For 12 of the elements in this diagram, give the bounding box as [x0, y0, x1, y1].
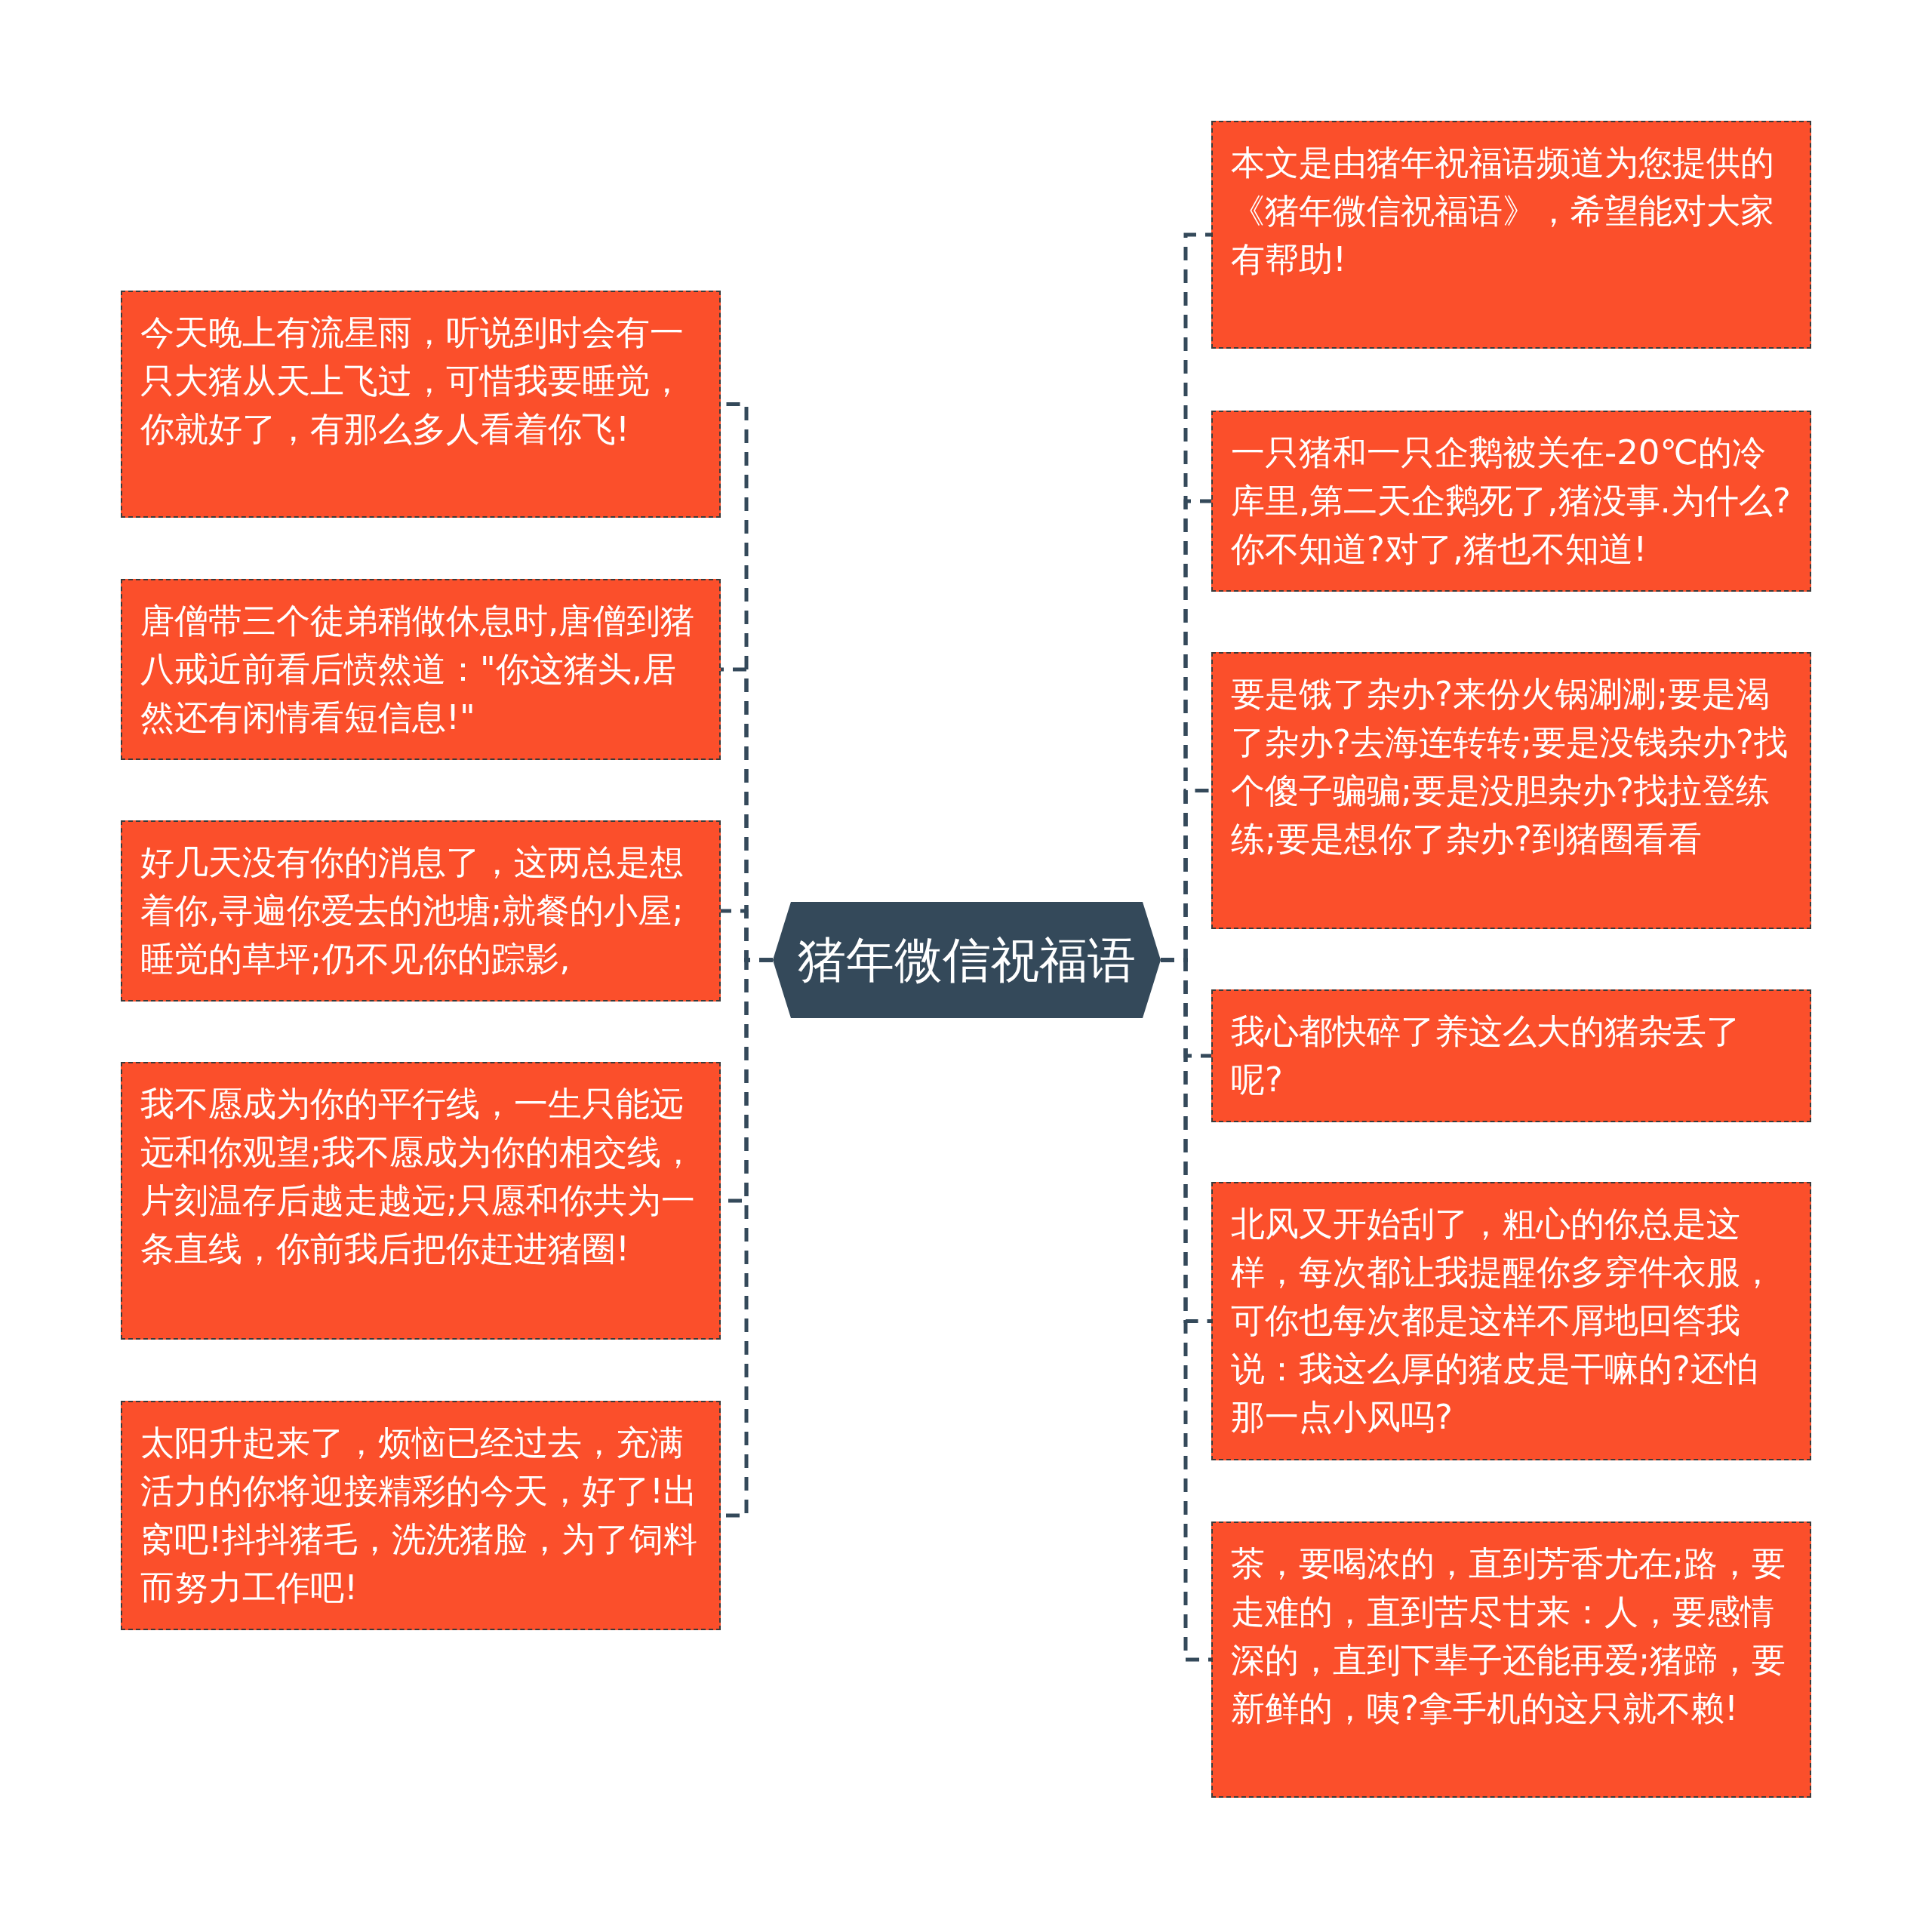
- message-box: 唐僧带三个徒弟稍做休息时,唐僧到猪八戒近前看后愤然道："你这猪头,居然还有闲情看短信息!": [121, 579, 721, 760]
- message-box: 我心都快碎了养这么大的猪杂丢了呢?: [1211, 989, 1811, 1122]
- message-box: 本文是由猪年祝福语频道为您提供的《猪年微信祝福语》，希望能对大家有帮助!: [1211, 121, 1811, 349]
- message-box: 茶，要喝浓的，直到芳香尤在;路，要走难的，直到苦尽甘来：人，要感情深的，直到下辈子还能再爱;猪蹄，要新鲜的，咦?拿手机的这只就不赖!: [1211, 1522, 1811, 1798]
- topic-hexagon: 猪年微信祝福语: [773, 902, 1161, 1018]
- message-box: 太阳升起来了，烦恼已经过去，充满活力的你将迎接精彩的今天，好了!出窝吧!抖抖猪毛，洗洗猪脸，为了饲料而努力工作吧!: [121, 1401, 721, 1630]
- message-box: 要是饿了杂办?来份火锅涮涮;要是渴了杂办?去海连转转;要是没钱杂办?找个傻子骗骗;要是没胆杂办?找拉登练练;要是想你了杂办?到猪圈看看: [1211, 652, 1811, 929]
- message-box: 北风又开始刮了，粗心的你总是这样，每次都让我提醒你多穿件衣服，可你也每次都是这样不屑地回答我说：我这么厚的猪皮是干嘛的?还怕那一点小风吗?: [1211, 1182, 1811, 1460]
- message-box: 今天晚上有流星雨，听说到时会有一只大猪从天上飞过，可惜我要睡觉，你就好了，有那么多人看着你飞!: [121, 291, 721, 518]
- message-box: 我不愿成为你的平行线，一生只能远远和你观望;我不愿成为你的相交线，片刻温存后越走越远;只愿和你共为一条直线，你前我后把你赶进猪圈!: [121, 1062, 721, 1340]
- message-box: 好几天没有你的消息了，这两总是想着你,寻遍你爱去的池塘;就餐的小屋;睡觉的草坪;仍不见你的踪影,: [121, 820, 721, 1002]
- message-box: 一只猪和一只企鹅被关在-20℃的冷库里,第二天企鹅死了,猪没事.为什么?你不知道?对了,猪也不知道!: [1211, 411, 1811, 592]
